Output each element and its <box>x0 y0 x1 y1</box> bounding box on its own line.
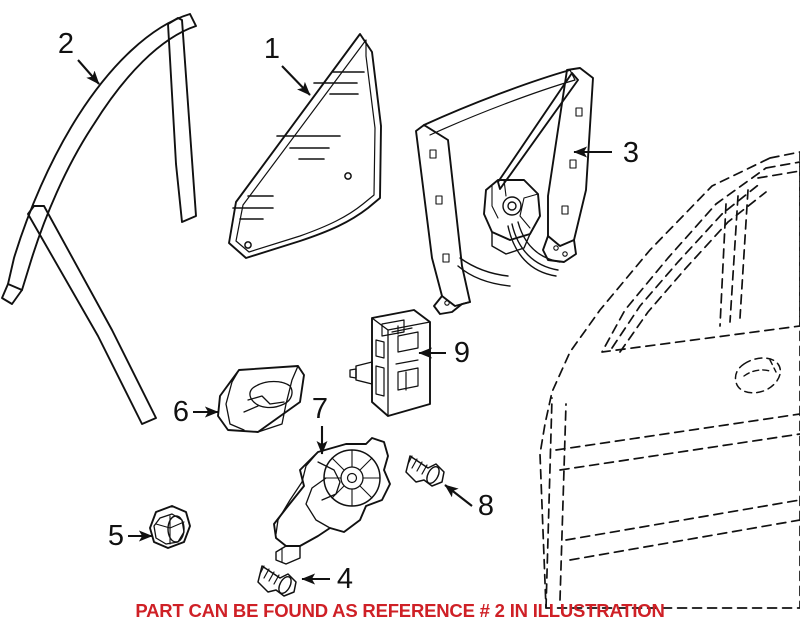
callout-6: 6 <box>173 396 219 428</box>
callout-4: 4 <box>301 563 353 595</box>
callout-5: 5 <box>108 520 153 552</box>
callout-6-number: 6 <box>173 396 189 428</box>
callout-3-number: 3 <box>623 137 639 169</box>
part-regulator-mounting-screw <box>257 565 297 597</box>
part-motor-mounting-bolt <box>405 455 445 487</box>
callout-1-number: 1 <box>264 33 280 65</box>
callout-5-number: 5 <box>108 520 124 552</box>
callout-4-number: 4 <box>337 563 353 595</box>
callout-8-number: 8 <box>478 490 494 522</box>
part-window-run-channel-seal <box>1 13 197 425</box>
callout-layer: 1 2 3 4 5 6 <box>58 28 639 595</box>
part-window-regulator-motor <box>273 437 391 565</box>
callout-9: 9 <box>418 337 470 369</box>
part-door-control-module <box>349 309 431 417</box>
callout-7: 7 <box>312 393 328 455</box>
callout-3: 3 <box>573 137 639 169</box>
callout-2-number: 2 <box>58 28 74 60</box>
callout-9-number: 9 <box>454 337 470 369</box>
callout-2: 2 <box>58 28 100 85</box>
callout-7-number: 7 <box>312 393 328 425</box>
callout-2-arrow <box>77 59 100 85</box>
part-door-shell-outline <box>539 151 800 609</box>
callout-1-arrow <box>281 65 311 96</box>
callout-8: 8 <box>444 484 494 522</box>
callout-1: 1 <box>264 33 311 96</box>
part-window-regulator-assembly <box>415 67 594 315</box>
part-door-window-glass <box>228 33 382 259</box>
part-hex-flange-nut <box>149 505 191 549</box>
callout-8-arrow <box>444 484 473 507</box>
part-window-glass-clamp-bracket <box>217 365 305 433</box>
